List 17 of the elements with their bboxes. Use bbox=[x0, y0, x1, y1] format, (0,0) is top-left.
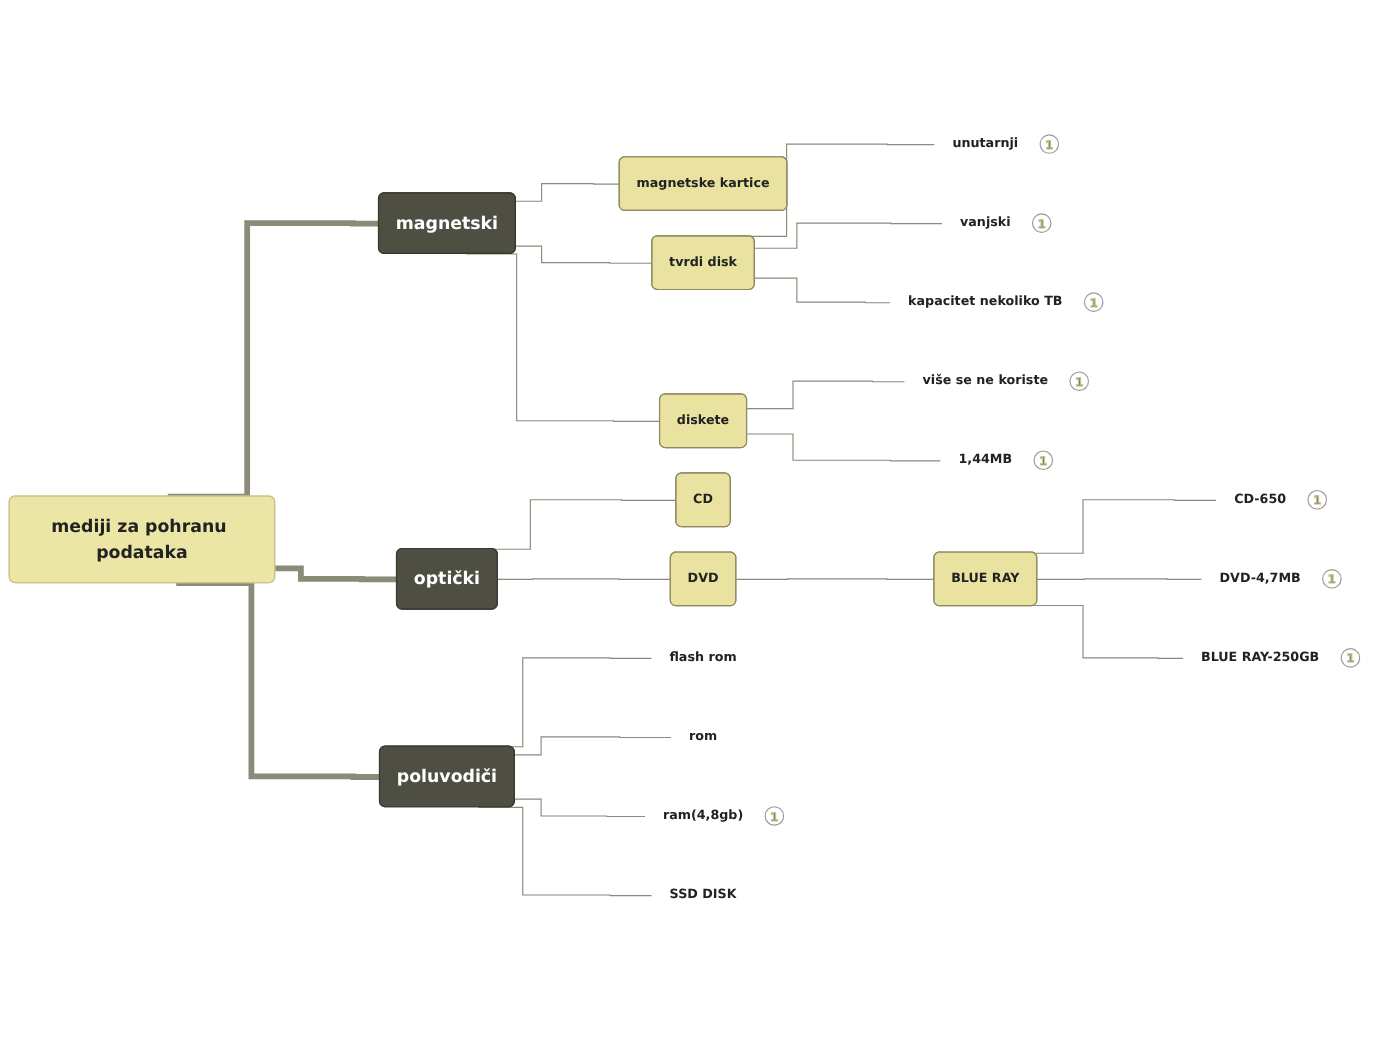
connector bbox=[514, 736, 673, 756]
connector bbox=[167, 220, 380, 500]
connector bbox=[754, 223, 944, 250]
connector bbox=[176, 580, 381, 781]
connector bbox=[515, 246, 653, 265]
connector bbox=[1033, 499, 1219, 555]
connector bbox=[754, 278, 892, 304]
connector bbox=[746, 433, 943, 462]
connector bbox=[1033, 605, 1185, 660]
connector bbox=[275, 565, 398, 583]
connector bbox=[515, 183, 621, 203]
connector bbox=[746, 381, 907, 410]
connector bbox=[492, 499, 677, 551]
connector bbox=[497, 578, 672, 581]
connector bbox=[735, 578, 935, 581]
connector bbox=[514, 799, 647, 818]
connector bbox=[1036, 578, 1204, 581]
